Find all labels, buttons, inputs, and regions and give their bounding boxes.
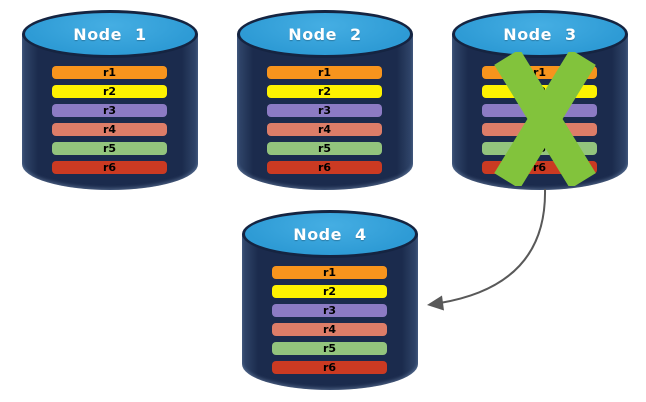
node-4-cylinder-top: Node 4: [242, 210, 418, 258]
row-r6: r6: [52, 161, 167, 174]
row-r1: r1: [267, 66, 382, 79]
row-r3: r3: [267, 104, 382, 117]
row-r1: r1: [52, 66, 167, 79]
row-r3: r3: [272, 304, 387, 317]
row-r5: r5: [267, 142, 382, 155]
node-2-cylinder-top: Node 2: [237, 10, 413, 58]
node-3-title: Node 3: [503, 24, 577, 44]
node-1-cylinder: Node 1 r1 r2 r3 r4 r5 r6: [22, 10, 198, 190]
row-r2: r2: [267, 85, 382, 98]
node-2-title: Node 2: [288, 24, 362, 44]
node-1-cylinder-top: Node 1: [22, 10, 198, 58]
node-1-title: Node 1: [73, 24, 147, 44]
row-r6: r6: [267, 161, 382, 174]
row-r3: r3: [52, 104, 167, 117]
row-r2: r2: [52, 85, 167, 98]
node-2-cylinder: Node 2 r1 r2 r3 r4 r5 r6: [237, 10, 413, 190]
node-4-title: Node 4: [293, 224, 367, 244]
row-r5: r5: [272, 342, 387, 355]
node-3-cylinder: Node 3 r1 r2 r3 r4 r5 r6: [452, 10, 628, 190]
node-3-cylinder-top: Node 3: [452, 10, 628, 58]
row-r4: r4: [272, 323, 387, 336]
x-mark-icon: [494, 52, 596, 186]
row-r1: r1: [272, 266, 387, 279]
row-r6: r6: [272, 361, 387, 374]
row-r2: r2: [272, 285, 387, 298]
node-1-rows: r1 r2 r3 r4 r5 r6: [52, 66, 167, 174]
node-4-rows: r1 r2 r3 r4 r5 r6: [272, 266, 387, 374]
node-2-rows: r1 r2 r3 r4 r5 r6: [267, 66, 382, 174]
row-r4: r4: [267, 123, 382, 136]
row-r4: r4: [52, 123, 167, 136]
node-4-cylinder: Node 4 r1 r2 r3 r4 r5 r6: [242, 210, 418, 390]
row-r5: r5: [52, 142, 167, 155]
